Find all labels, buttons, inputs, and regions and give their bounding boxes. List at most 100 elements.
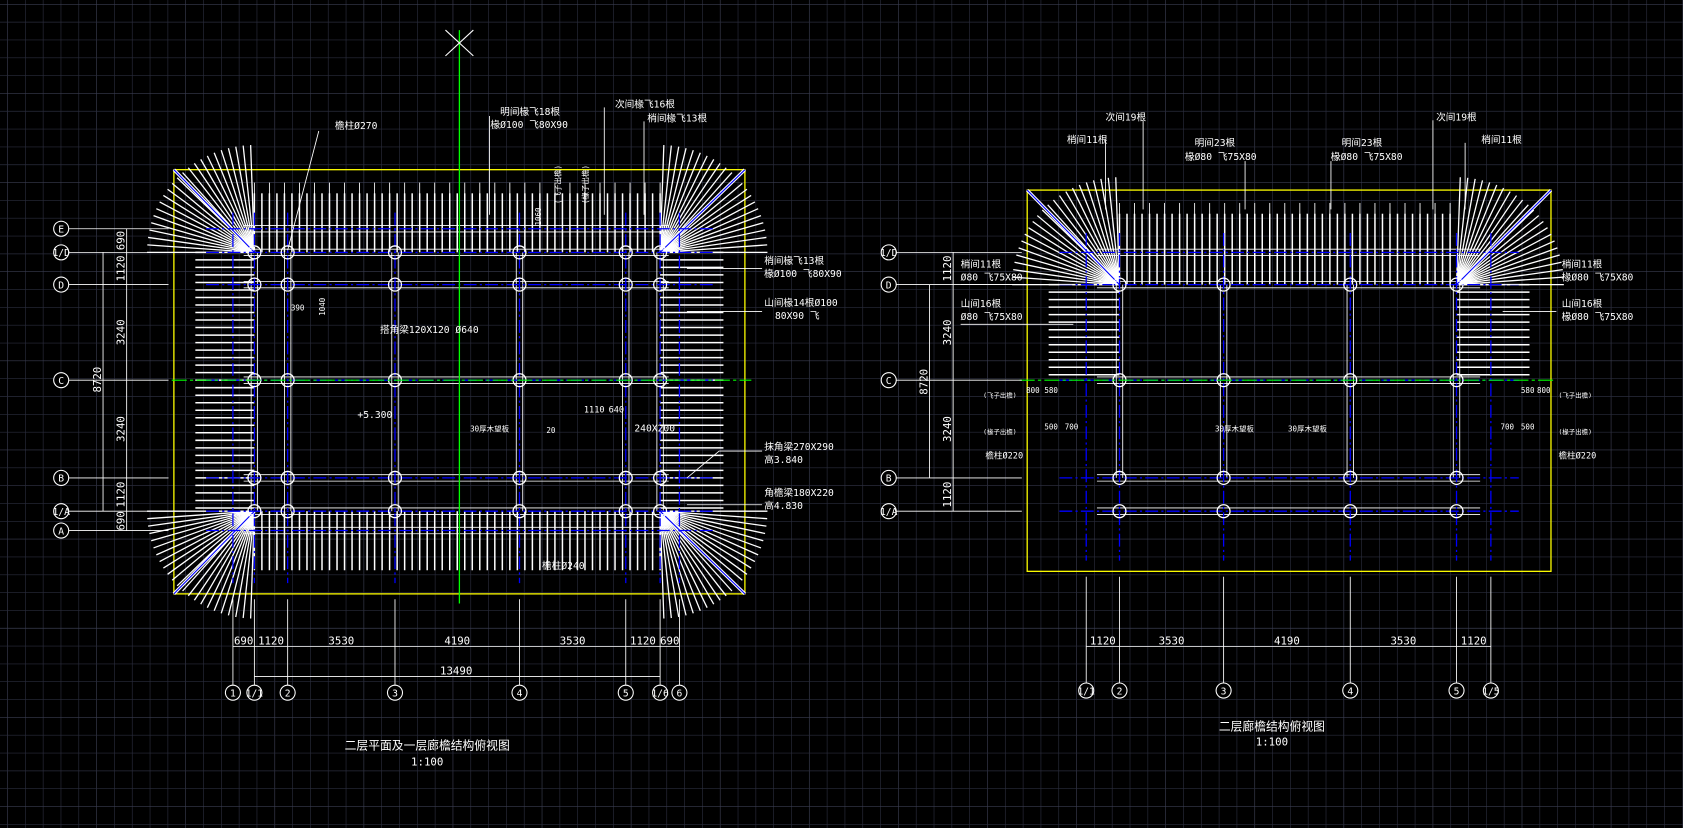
- dimension-text: 690: [234, 634, 253, 647]
- fan-rafter: [156, 208, 255, 253]
- dimension-text: 1120: [258, 634, 284, 647]
- column: [1449, 470, 1464, 485]
- fan-rafter: [187, 167, 255, 253]
- axis-label: A: [58, 526, 64, 537]
- axis-bubble: [671, 684, 688, 701]
- dimension-text: 3240: [115, 319, 128, 345]
- label-ming-left: 明间23根: [1195, 137, 1236, 149]
- fan-rafter: [1456, 261, 1562, 286]
- leader-line: [287, 130, 320, 251]
- axis-label: 5: [623, 688, 629, 699]
- fan-rafter: [167, 188, 255, 253]
- label-board-left: 30厚木望板: [1215, 424, 1255, 434]
- dimension-text: 3530: [1390, 634, 1416, 647]
- fan-rafter: [220, 510, 255, 614]
- column: [618, 470, 633, 485]
- column: [512, 504, 527, 519]
- column: [653, 470, 668, 485]
- fan-rafter: [659, 159, 715, 253]
- fan-rafter: [1456, 199, 1524, 285]
- axis-label: 1: [230, 688, 236, 699]
- axis-bubble: [1078, 682, 1095, 699]
- hip-axis: [1026, 189, 1120, 285]
- fan-rafter: [660, 510, 768, 520]
- fan-rafter: [171, 182, 255, 253]
- dim-500: 500: [1044, 423, 1058, 432]
- hip-axis: [173, 510, 255, 595]
- fan-rafter: [213, 510, 255, 612]
- column: [618, 277, 633, 292]
- dimension-text: 3530: [560, 634, 586, 647]
- label-col-right: 檐柱Ø220: [1558, 450, 1596, 462]
- dim-1040: 1040: [318, 297, 327, 316]
- fan-rafter: [1455, 182, 1491, 285]
- label-shao-right: 梢间11根: [1481, 134, 1522, 146]
- fan-rafter: [659, 511, 680, 618]
- fan-rafter: [148, 236, 255, 254]
- fan-rafter: [659, 167, 727, 253]
- drawing-geometry: [147, 30, 1564, 619]
- axis-bubble: [1111, 682, 1128, 699]
- axis-label: 1/5: [1482, 686, 1500, 697]
- fan-rafter: [159, 201, 255, 253]
- label-shan-right: 山间16根: [1562, 298, 1603, 310]
- axis-bubble: [1482, 682, 1499, 699]
- dimension-text: 3240: [115, 416, 128, 442]
- fan-rafter: [163, 194, 255, 253]
- axis-bubble: [880, 469, 897, 486]
- column: [247, 277, 262, 292]
- label-shan-rafters: 山间椽14根Ø100: [764, 297, 838, 309]
- fan-rafter: [1014, 261, 1120, 286]
- fan-rafter: [659, 511, 665, 619]
- column: [387, 245, 403, 260]
- column: [1216, 277, 1231, 292]
- dimension-text: 13490: [440, 664, 472, 677]
- axis-label: 3: [1221, 686, 1227, 697]
- axis-label: 1/D: [880, 248, 898, 259]
- column: [618, 245, 633, 260]
- axis-label: 4: [1347, 686, 1353, 697]
- fan-rafter: [171, 510, 255, 581]
- label-eave-beam: 角檐梁180X220: [764, 487, 834, 499]
- label-shao-rafters-right: 梢间椽飞13根: [764, 255, 824, 267]
- axis-label: E: [58, 225, 64, 236]
- fan-rafter: [1456, 276, 1564, 286]
- fan-rafter: [1032, 220, 1120, 286]
- column: [1216, 504, 1231, 519]
- axis-label: 1/1: [1077, 686, 1095, 697]
- column: [280, 277, 295, 292]
- label-shao-spec-right: 椽Ø100 飞80X90: [764, 268, 842, 280]
- column: [387, 470, 403, 485]
- fan-rafter: [1078, 184, 1121, 285]
- compass-cross-icon: [445, 29, 474, 57]
- axis-bubble: [1342, 682, 1359, 699]
- axis-label: 5: [1454, 686, 1460, 697]
- axis-bubble: [880, 276, 897, 293]
- axis-bubble: [53, 469, 70, 486]
- fan-rafter: [659, 188, 748, 253]
- axis-bubble: [1448, 682, 1465, 699]
- axis-label: C: [886, 376, 892, 387]
- label-board-right: 30厚木望板: [1288, 424, 1328, 434]
- label-ci-rafters: 次间椽飞16根: [615, 98, 675, 110]
- fan-rafter: [659, 162, 721, 253]
- fan-rafter: [659, 511, 687, 616]
- fan-rafter: [1456, 227, 1548, 286]
- column: [653, 277, 668, 292]
- axis-bubble: [53, 503, 70, 520]
- axis-bubble: [279, 684, 296, 701]
- fan-rafter: [659, 194, 752, 253]
- fan-rafter: [1018, 247, 1120, 286]
- fan-rafter: [659, 510, 727, 597]
- label-ci-right: 次间19根: [1436, 111, 1477, 123]
- fan-rafter: [1456, 247, 1558, 286]
- label-ming-left-spec: 椽Ø80 飞75X80: [1185, 151, 1257, 163]
- label-col-dia: 檐柱Ø270: [335, 120, 378, 132]
- dimension-text: 8720: [91, 367, 104, 393]
- left-plan-title: 二层平面及一层廊檐结构俯视图 1:100: [345, 739, 510, 769]
- dimension-text: 690: [660, 634, 679, 647]
- fan-rafter: [659, 510, 748, 575]
- fan-rafter: [1028, 227, 1120, 286]
